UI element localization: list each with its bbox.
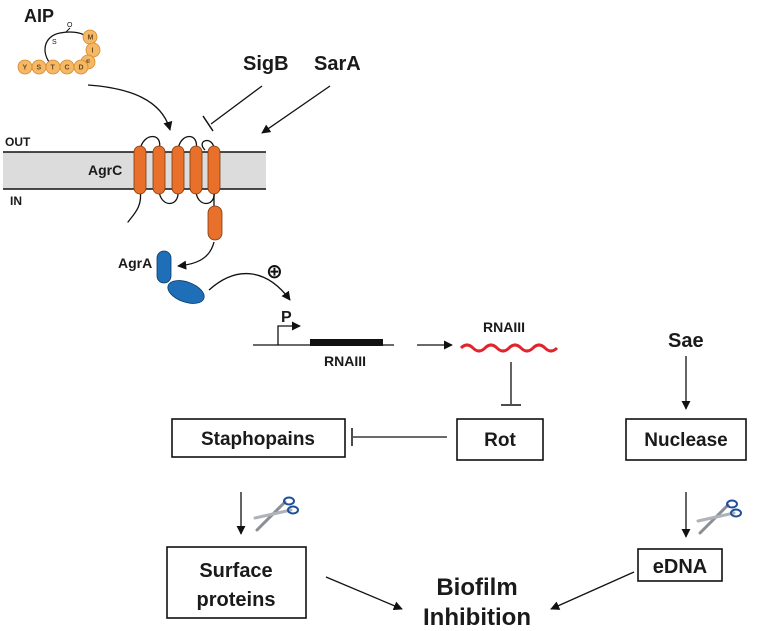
svg-text:O: O bbox=[67, 22, 73, 29]
aip-residue: S bbox=[37, 65, 42, 72]
rnaiii-gene-label: RNAIII bbox=[324, 353, 366, 369]
biofilm-inhibition-outcome: Biofilm Inhibition bbox=[423, 574, 531, 631]
sigb-inhibition bbox=[202, 85, 263, 132]
agra-to-promoter-arrow bbox=[208, 272, 291, 301]
aip-residue: T bbox=[51, 65, 56, 72]
surface-to-biofilm-arrow bbox=[325, 576, 403, 611]
staphopains-label: Staphopains bbox=[201, 429, 315, 450]
rnaiii-gene bbox=[253, 321, 394, 346]
surface-proteins-label-line1: Surface bbox=[199, 560, 272, 582]
aip-linear-residues: Y S T C D bbox=[17, 59, 89, 75]
agrc-label: AgrC bbox=[88, 162, 122, 178]
rnaiii-transcript-wave bbox=[459, 343, 559, 353]
promoter-label: P bbox=[281, 309, 292, 326]
sulfur-atom: S bbox=[52, 39, 57, 46]
staphopains-box: Staphopains bbox=[171, 418, 346, 458]
aip-residue: M bbox=[88, 35, 94, 42]
aip-label: AIP bbox=[24, 6, 54, 26]
edna-label: eDNA bbox=[653, 556, 707, 578]
rnaiii-inhibits-rot bbox=[501, 362, 521, 406]
scissors-icon bbox=[253, 496, 299, 532]
aip-residue: D bbox=[79, 65, 84, 72]
sigb-label: SigB bbox=[243, 53, 289, 75]
agra-protein bbox=[156, 250, 205, 304]
edna-to-biofilm-arrow bbox=[550, 571, 635, 610]
edna-box: eDNA bbox=[637, 548, 723, 582]
sara-label: SarA bbox=[314, 53, 361, 75]
agra-label: AgrA bbox=[118, 255, 152, 271]
aip-to-agrc-arrow bbox=[87, 84, 173, 131]
aip-residue: C bbox=[65, 65, 70, 72]
in-label: IN bbox=[10, 194, 22, 208]
aip-peptide: AIP O S M I F Y S T C D bbox=[17, 6, 101, 75]
biofilm-label-line1: Biofilm bbox=[436, 574, 517, 601]
nuclease-box: Nuclease bbox=[625, 418, 747, 461]
activation-plus-icon: ⊕ bbox=[266, 259, 283, 283]
scissors-icon bbox=[696, 499, 742, 535]
aip-residue: I bbox=[92, 48, 94, 55]
promoter-arrow-icon bbox=[277, 321, 301, 345]
sara-activation-arrow bbox=[261, 85, 331, 134]
surface-proteins-label-line2: proteins bbox=[197, 589, 276, 611]
sae-label: Sae bbox=[668, 330, 704, 352]
agrc-receptor bbox=[127, 135, 223, 241]
surface-proteins-box: Surface proteins bbox=[166, 546, 307, 619]
biofilm-label-line2: Inhibition bbox=[423, 604, 531, 631]
rnaiii-transcript-label: RNAIII bbox=[483, 319, 525, 335]
rot-box: Rot bbox=[456, 418, 544, 461]
aip-residue: Y bbox=[23, 65, 28, 72]
rot-inhibits-staphopains bbox=[351, 428, 447, 446]
out-label: OUT bbox=[5, 135, 31, 149]
rot-label: Rot bbox=[484, 430, 516, 451]
aip-residue: F bbox=[86, 60, 91, 67]
agrc-to-agra-arrow bbox=[177, 241, 215, 270]
nuclease-label: Nuclease bbox=[644, 430, 727, 451]
